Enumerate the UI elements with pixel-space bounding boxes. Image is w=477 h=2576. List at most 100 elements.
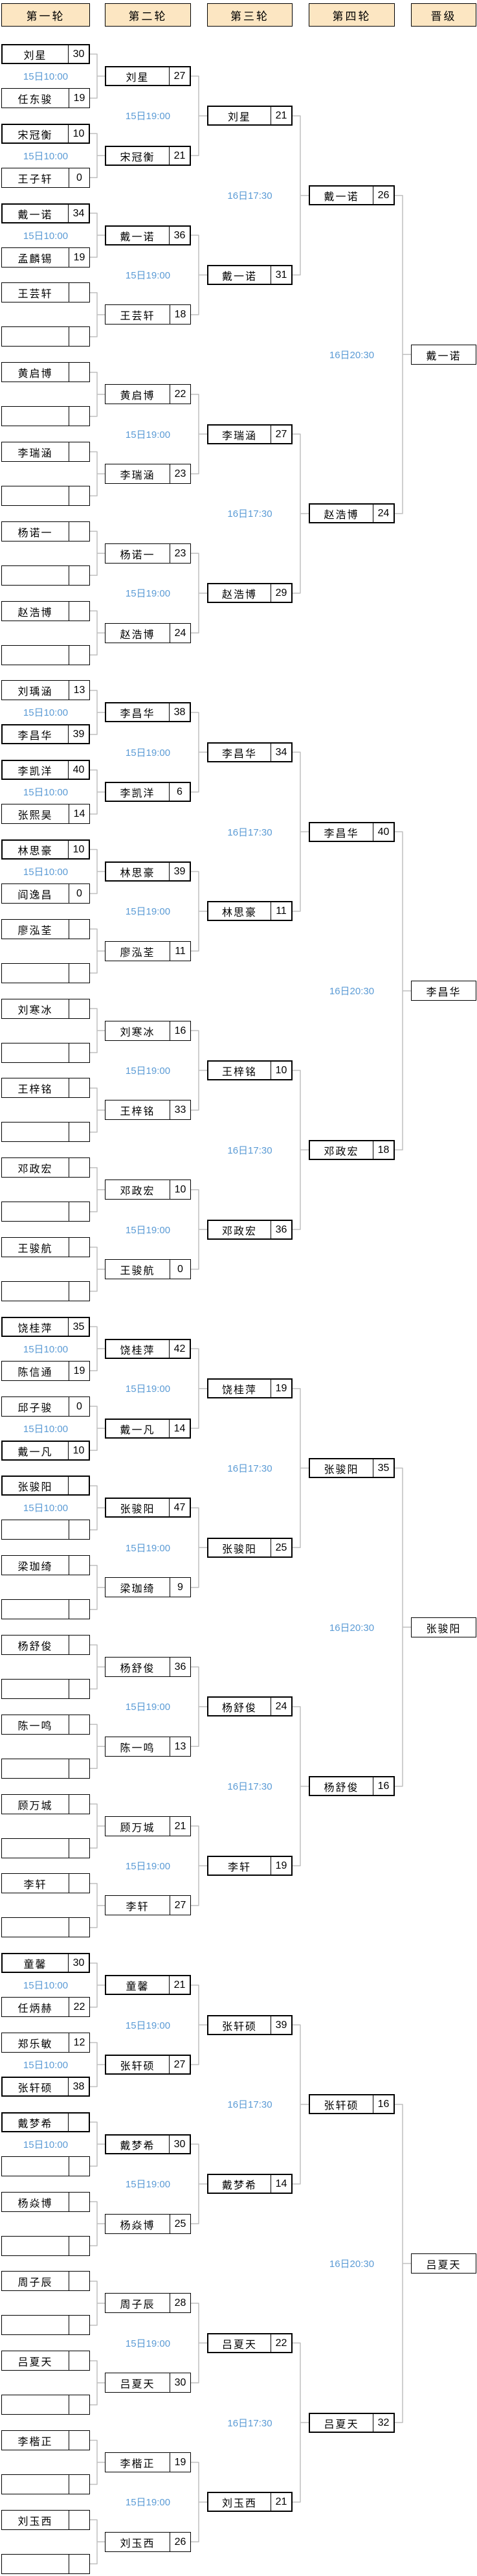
- player-score: 34: [68, 205, 89, 222]
- player-score: [69, 2193, 89, 2211]
- match-time: 15日10:00: [23, 1980, 69, 1991]
- player-name: 杨诺一: [120, 549, 155, 561]
- player-name: 邓政宏: [221, 1225, 257, 1237]
- player-name: [2, 1839, 69, 1858]
- match-time: 16日17:30: [227, 190, 272, 201]
- player-box: 王骏航: [1, 1237, 90, 1257]
- match-time: 15日19:00: [125, 1384, 171, 1395]
- player-score: [69, 1238, 89, 1257]
- player-score: 30: [170, 2373, 190, 2392]
- player-score: 19: [69, 89, 89, 108]
- match-time: 15日19:00: [125, 2179, 171, 2190]
- player-name: 孟麟锡: [17, 253, 53, 265]
- player-box: 顾万城: [1, 1794, 90, 1814]
- player-name: 李昌华: [17, 730, 53, 742]
- round-header: 第一轮: [1, 3, 90, 27]
- player-score: 21: [169, 147, 190, 165]
- match-time: 15日19:00: [125, 1066, 171, 1077]
- player-name: 张熙昊: [17, 810, 53, 821]
- player-score: [69, 1202, 89, 1221]
- player-score: 24: [271, 1698, 291, 1715]
- player-score: 30: [169, 2136, 190, 2153]
- player-name: 王骏航: [17, 1243, 53, 1255]
- player-box: 邓政宏 18: [309, 1140, 395, 1160]
- player-name: 邓政宏: [120, 1185, 155, 1197]
- player-name: 赵浩博: [120, 629, 155, 641]
- player-score: [69, 2316, 89, 2334]
- player-score: 36: [170, 1658, 190, 1676]
- player-score: 10: [68, 1442, 89, 1459]
- match-time: 15日19:00: [125, 270, 171, 281]
- player-score: 24: [170, 624, 190, 643]
- player-score: 19: [69, 1362, 89, 1380]
- player-name: 戴一诺: [324, 191, 359, 203]
- player-name: [2, 566, 69, 585]
- player-score: [69, 2431, 89, 2450]
- player-score: 25: [170, 2215, 190, 2233]
- player-score: [69, 1715, 89, 1734]
- player-box: 赵浩博 24: [105, 623, 191, 643]
- player-box: 李轩: [1, 1873, 90, 1893]
- match-time: 15日10:00: [23, 151, 69, 162]
- player-name: 梁珈绮: [17, 1561, 53, 1573]
- player-name: 刘瑀涵: [17, 686, 53, 698]
- player-score: [69, 1680, 89, 1698]
- player-name: 吕夏天: [221, 2339, 257, 2351]
- player-score: [69, 2272, 89, 2290]
- player-box: [1, 1679, 90, 1699]
- player-name: 王芸轩: [120, 310, 155, 322]
- player-name: 饶桂萍: [221, 1384, 257, 1396]
- player-score: 10: [68, 125, 89, 142]
- player-name: 杨焱博: [17, 2198, 53, 2209]
- match-time: 15日19:00: [125, 2020, 171, 2031]
- match-time: 15日19:00: [125, 747, 171, 758]
- player-name: 杨舒俊: [324, 1782, 359, 1794]
- advanced-player-box: 吕夏天: [411, 2253, 476, 2274]
- player-name: 王子轩: [17, 174, 53, 185]
- player-score: 6: [169, 783, 190, 801]
- player-name: 阎逸昌: [17, 889, 53, 901]
- player-score: 39: [169, 863, 190, 880]
- player-box: [1, 963, 90, 983]
- player-name: 邓政宏: [324, 1146, 359, 1157]
- player-name: 顾万城: [17, 1800, 53, 1812]
- player-score: [69, 2475, 89, 2494]
- round-header: 第三轮: [207, 3, 293, 27]
- player-name: 张骏阳: [17, 1481, 53, 1493]
- match-time: 15日10:00: [23, 707, 69, 718]
- match-time: 15日10:00: [23, 2060, 69, 2071]
- player-score: [69, 1123, 89, 1141]
- player-name: 黄启博: [17, 368, 53, 380]
- player-name: [2, 486, 69, 505]
- player-box: 李瑞涵: [1, 442, 90, 462]
- player-score: [69, 646, 89, 665]
- player-box: 张骏阳: [1, 1476, 90, 1496]
- player-name: [2, 1282, 69, 1301]
- player-name: 陈一鸣: [120, 1742, 155, 1754]
- player-box: [1, 1281, 90, 1301]
- player-score: 18: [373, 1141, 394, 1159]
- player-name: 宋冠衡: [17, 130, 53, 141]
